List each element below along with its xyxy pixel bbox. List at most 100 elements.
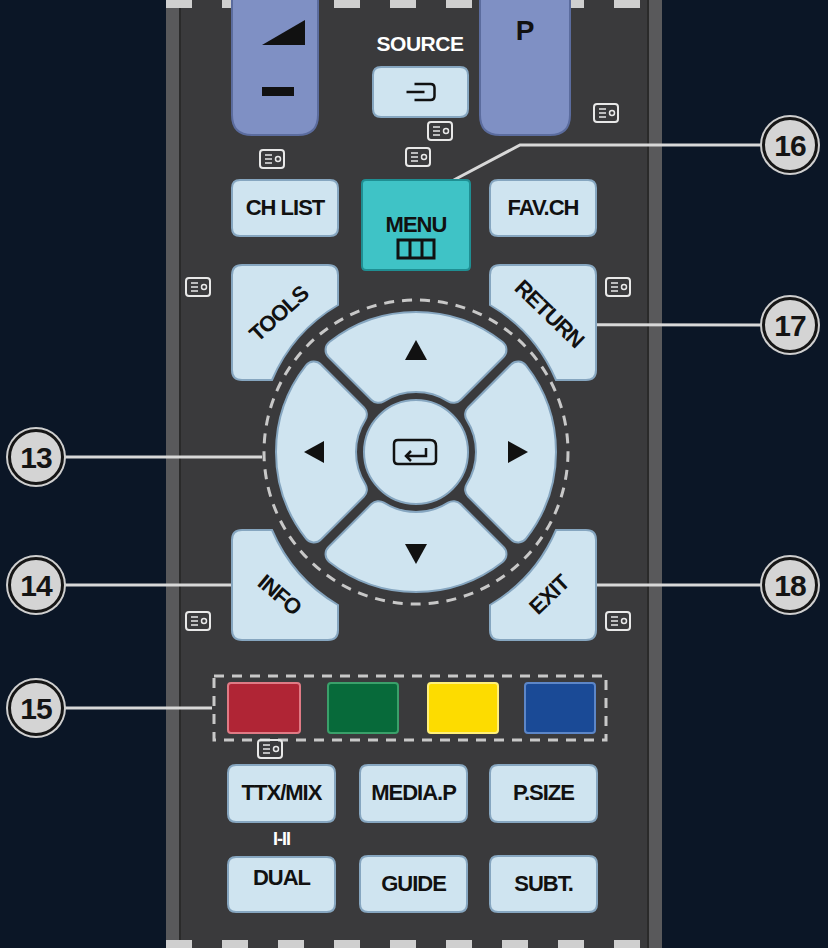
remote-part [433,134,440,136]
remote-part [265,154,272,156]
button-outline [228,765,335,822]
remote-part [508,441,528,463]
remote-part [422,155,427,160]
remote-part [328,683,398,733]
remote-part [465,362,556,543]
button-label: GUIDE [381,872,446,896]
remote-part [179,0,181,948]
leader-line [64,584,232,587]
remote-part [186,104,630,758]
button-label: FAV.CH [507,196,578,220]
button-caption: SOURCE [377,32,464,55]
remote-part [406,148,430,166]
channel-button: P [480,0,570,135]
button-outline [360,765,467,822]
button-outline [490,856,597,912]
remote-part [405,544,427,564]
button-label: SUBT. [514,872,573,896]
callout-number: 17 [762,297,818,353]
menu-button: MENU [362,180,470,270]
leader-line [596,323,762,326]
button-outline [360,856,467,912]
remote-part [406,448,426,461]
callout-number: 18 [762,557,818,613]
remote-part [411,152,418,154]
callout-number: 14 [8,557,64,613]
remote-part [274,747,279,752]
tools-button: TOOLS [232,265,338,380]
button-caption: I-II [273,830,290,850]
remote-part [622,285,627,290]
remote-part [428,683,498,733]
remote-part [191,286,198,288]
remote-part [276,157,281,162]
remote-part [606,612,630,630]
button-outline [362,180,470,270]
button-outline [490,180,596,236]
remote-part [260,150,284,168]
button-outline [232,180,338,236]
remote-part [186,278,210,296]
button-outline [232,530,338,640]
remote-part [428,122,452,140]
remote-part [186,612,210,630]
remote-part [186,612,210,630]
remote-part [276,312,556,592]
remote-part [262,87,294,96]
remote-part [191,282,198,284]
remote-part [202,285,207,290]
remote-part [265,162,272,164]
remote-part [594,104,618,122]
remote-part [191,290,198,292]
remote-part [606,278,630,296]
remote-part [258,740,282,758]
remote-part [304,441,324,463]
button-outline [480,0,570,135]
remote-button: MEDIA.P [360,765,467,822]
button-label: P.SIZE [513,781,574,805]
remote-button: CH LIST [232,180,338,236]
leader-line [596,584,762,587]
info-button: INFO [232,530,338,640]
callout-number: 13 [20,441,51,474]
remote-part [228,683,300,733]
remote-part [606,612,630,630]
remote-button: GUIDE [360,856,467,912]
remote-part [166,940,662,948]
remote-button: SUBT. [490,856,597,912]
remote-part [611,616,618,618]
button-outline [232,265,338,380]
remote-part [262,20,305,45]
return-button: RETURN [490,265,596,380]
remote-part [405,340,427,360]
source-button: SOURCE [371,32,470,118]
remote-part [611,624,618,626]
remote-part [444,129,449,134]
remote-part [599,108,606,110]
callout-number: 16 [774,129,805,162]
button-label: MEDIA.P [371,781,456,805]
remote-button: TTX/MIX [228,765,335,822]
callout-number: 13 [8,429,64,485]
remote-part [265,158,272,160]
remote-part [599,112,606,114]
remote-part [263,752,270,754]
callout-number: 14 [20,569,51,602]
remote-part [525,683,595,733]
button-label: CH LIST [246,196,325,220]
remote-part [326,501,507,592]
button-label: TTX/MIX [242,781,322,805]
remote-part [214,676,606,740]
remote-part [64,456,262,459]
remote-button: P.SIZE [490,765,597,822]
remote-part [433,130,440,132]
remote-part [611,282,618,284]
remote-part [264,300,568,604]
remote-part [191,620,198,622]
remote-part [191,616,198,618]
remote-part [260,150,284,168]
callout-number: 18 [774,569,805,602]
callout-number: 15 [20,692,51,725]
